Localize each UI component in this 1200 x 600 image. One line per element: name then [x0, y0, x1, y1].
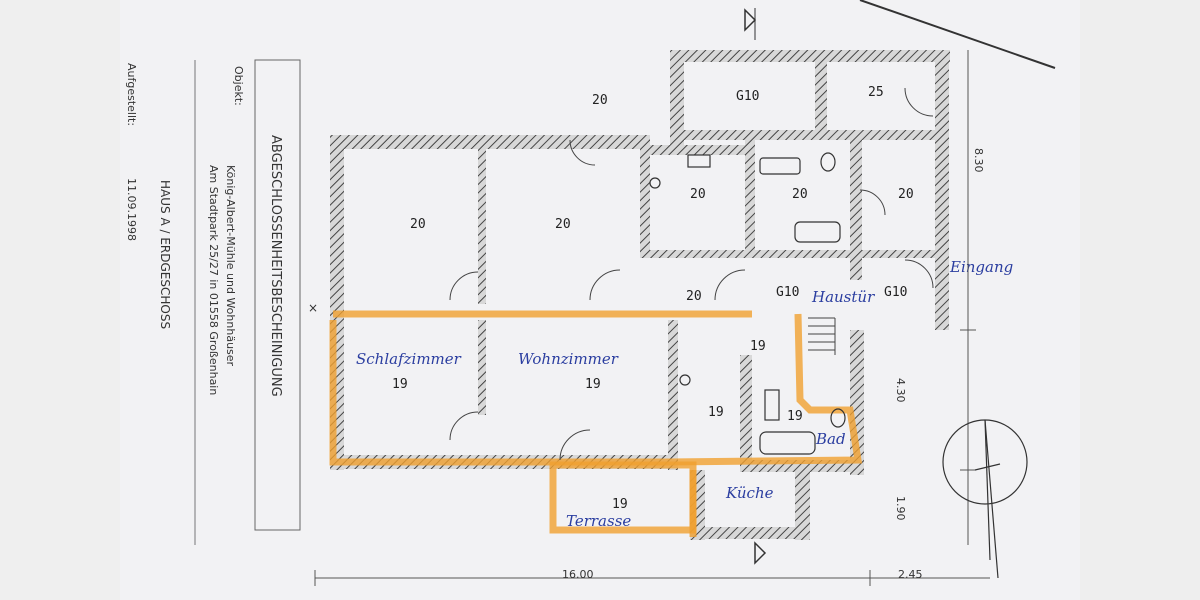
house-line: HAUS A / ERDGESCHOSS	[158, 180, 172, 329]
object-label: Objekt:	[232, 66, 245, 106]
room-label: 19	[787, 409, 803, 424]
room-label: 20	[555, 217, 571, 232]
certificate-heading: ABGESCHLOSSENHEITSBESCHEINIGUNG	[268, 135, 283, 397]
left-photo-edge	[0, 0, 120, 600]
room-label: G10	[736, 89, 759, 104]
room-label: 20	[686, 289, 702, 304]
staircase	[808, 317, 836, 355]
north-arrow-icon	[942, 419, 1028, 579]
section-arrow-top	[744, 8, 757, 32]
paper-sheet	[120, 0, 1080, 600]
section-arrow-bottom	[754, 541, 767, 565]
handwritten-label: Terrasse	[566, 512, 631, 530]
room-label: 19	[708, 405, 724, 420]
dimension-label: 2.45	[898, 568, 923, 581]
room-label: G10	[884, 285, 907, 300]
date: 11.09.1998	[125, 178, 138, 241]
apartment-highlight	[329, 310, 863, 537]
fixtures	[649, 152, 846, 455]
right-photo-edge	[1080, 0, 1200, 600]
room-label: 20	[690, 187, 706, 202]
room-label: 20	[898, 187, 914, 202]
handwritten-labels: Schlafzimmer Wohnzimmer Küche Bad Terras…	[356, 258, 1013, 530]
room-label: 25	[868, 85, 884, 100]
dimensions: 16.00 2.45 8.30 4.30 1.90	[314, 50, 990, 586]
drawn-label: Aufgestellt:	[125, 63, 138, 126]
handwritten-label: Eingang	[949, 258, 1013, 276]
room-label: 20	[792, 187, 808, 202]
room-label: 20	[410, 217, 426, 232]
title-block: ABGESCHLOSSENHEITSBESCHEINIGUNG Objekt: …	[125, 59, 301, 545]
room-label: 19	[612, 497, 628, 512]
svg-text:×: ×	[308, 301, 318, 315]
room-label: 19	[392, 377, 408, 392]
dimension-label: 8.30	[972, 148, 985, 173]
room-labels: 20 G10 25 20 20 20 20 20 20 G10 G10 19 1…	[392, 85, 914, 512]
handwritten-label: Wohnzimmer	[518, 350, 619, 368]
door-swings	[449, 87, 934, 461]
object-line-1: König-Albert-Mühle und Wohnhäuser	[224, 165, 237, 367]
handwritten-label: Schlafzimmer	[356, 350, 462, 368]
room-label: 20	[592, 93, 608, 108]
handwritten-label: Haustür	[811, 288, 875, 306]
dimension-label: 4.30	[894, 378, 907, 403]
room-label: 19	[750, 339, 766, 354]
dimension-label: 1.90	[894, 496, 907, 521]
handwritten-label: Bad	[815, 430, 846, 448]
title-frame	[254, 59, 301, 531]
dimension-label: 16.00	[562, 568, 594, 581]
handwritten-label: Küche	[725, 484, 774, 502]
room-label: 19	[585, 377, 601, 392]
room-label: G10	[776, 285, 799, 300]
object-line-2: Am Stadtpark 25/27 in 01558 Großenhain	[207, 165, 220, 395]
